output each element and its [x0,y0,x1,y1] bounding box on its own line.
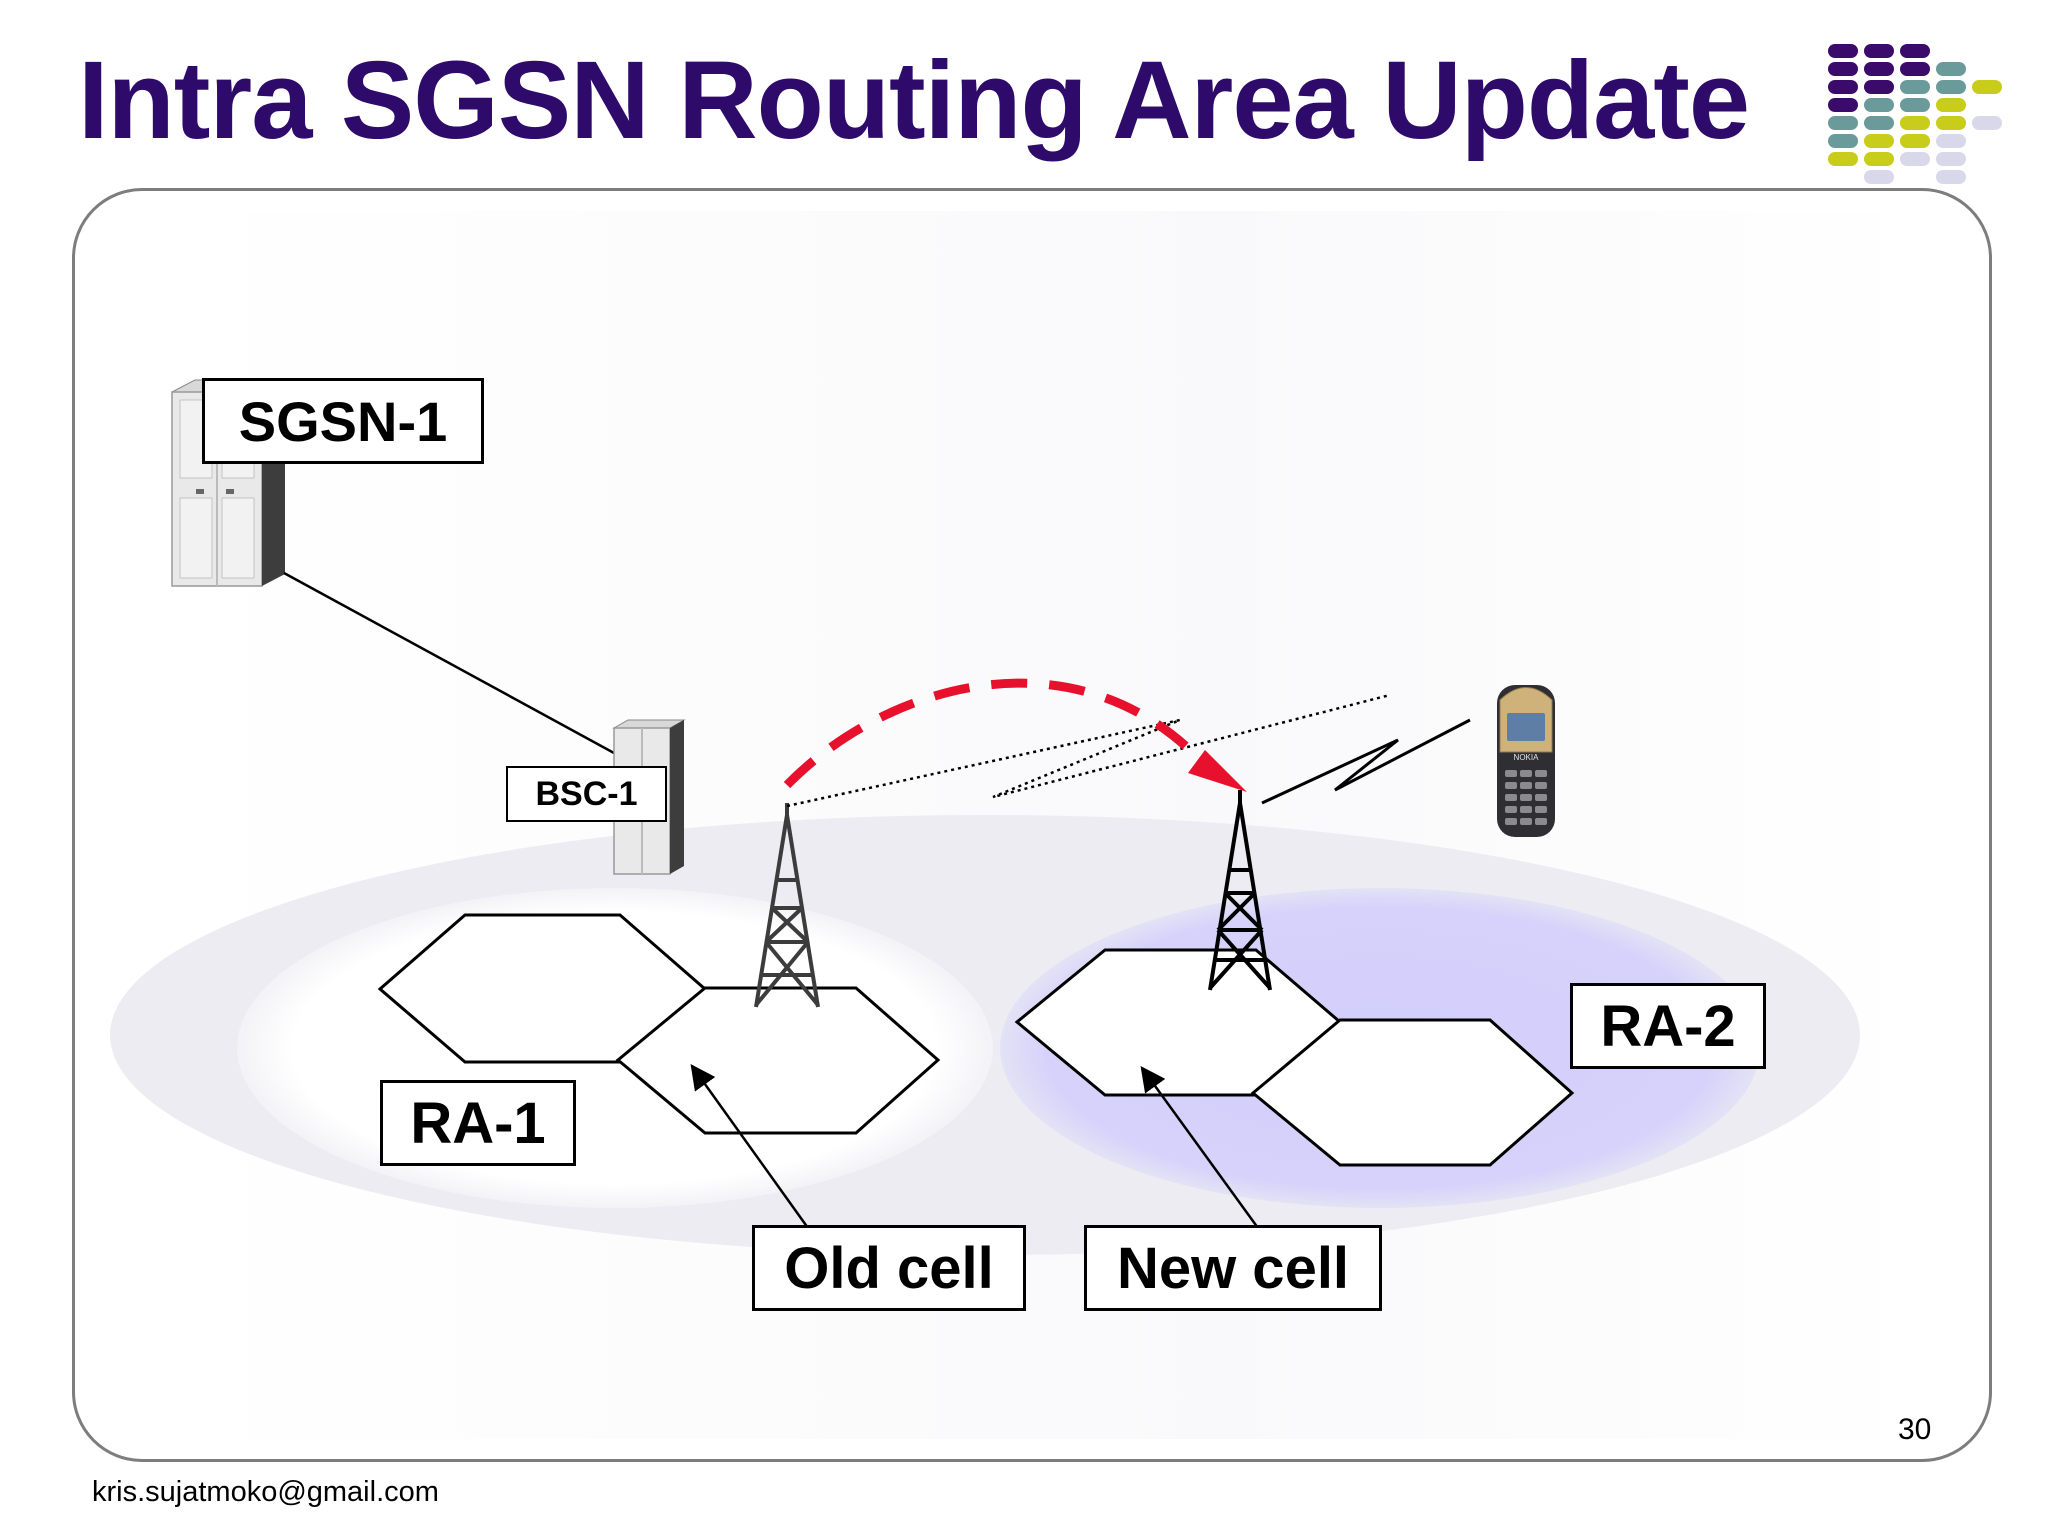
cell-hexagon-ra2-right [1250,1018,1575,1167]
old-cell-label: Old cell [752,1225,1026,1311]
antenna-tower-icon [754,803,820,1008]
handover-arrow [783,678,1209,789]
new-cell-label: New cell [1084,1225,1382,1311]
new-cell-callout-arrow [1140,1065,1260,1229]
sgsn-label: SGSN-1 [202,378,484,464]
mobile-phone-icon: NOKIA [1497,685,1555,837]
slide-title: Intra SGSN Routing Area Update [78,39,1750,162]
radio-link-icon [786,693,1391,808]
cell-hexagon-old-cell [615,986,941,1135]
decorative-logo [1820,40,2020,184]
page-number: 30 [1898,1413,1932,1446]
ra2-label: RA-2 [1570,983,1766,1069]
sgsn-bsc-link [283,571,615,755]
footer-email: kris.sujatmoko@gmail.com [92,1476,439,1508]
old-cell-callout-arrow [690,1063,810,1229]
old-cell-label-text: Old cell [784,1235,994,1301]
bsc-label-text: BSC-1 [535,774,638,813]
new-cell-label-text: New cell [1116,1235,1350,1301]
handover-arrowhead [1188,750,1247,792]
radio-link-icon [1261,718,1471,805]
ra1-label-text: RA-1 [410,1090,546,1156]
bsc-label: BSC-1 [506,766,667,822]
ra2-label-text: RA-2 [1600,993,1736,1059]
antenna-tower-icon [1208,790,1272,991]
sgsn-label-text: SGSN-1 [238,389,448,453]
ra1-label: RA-1 [380,1080,576,1166]
phone-brand-text: NOKIA [1514,753,1540,762]
